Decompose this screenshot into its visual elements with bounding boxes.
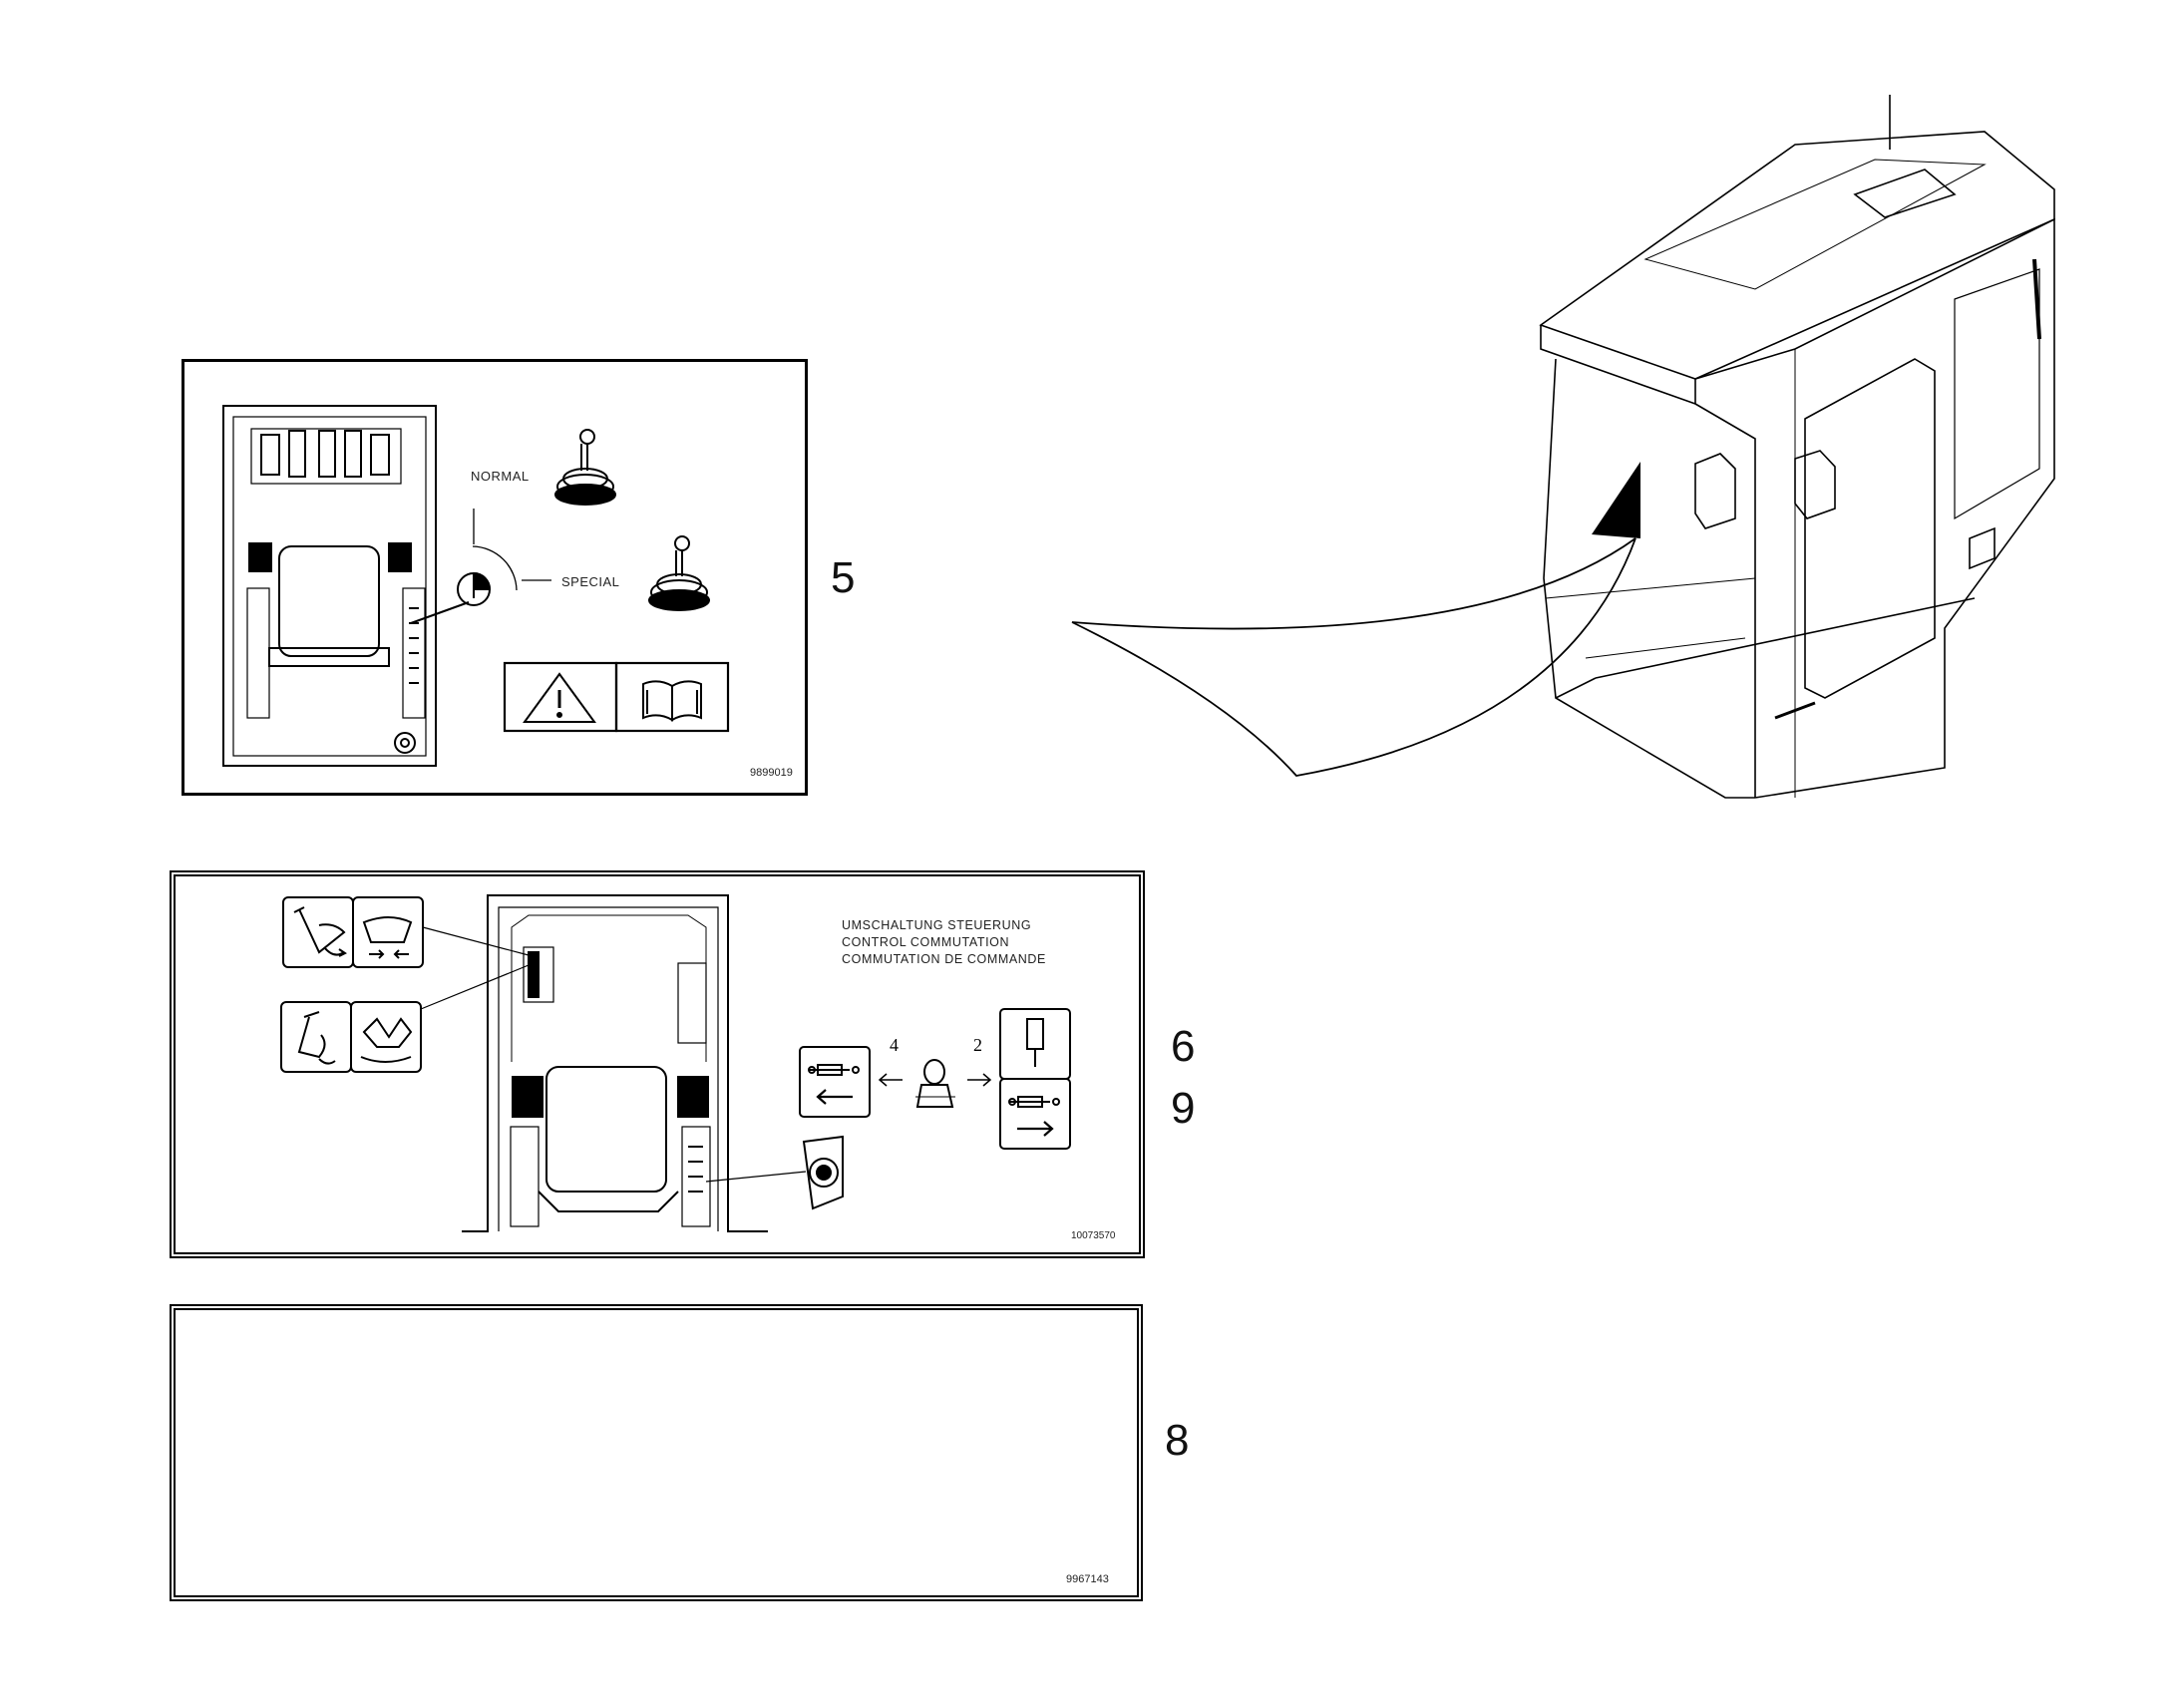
title-fr: COMMUTATION DE COMMANDE [842,952,1046,966]
callout-8: 8 [1165,1416,1190,1465]
control-commutation-title: UMSCHALTUNG STEUERUNG CONTROL COMMUTATIO… [842,917,1046,968]
panel8-part-number: 9967143 [1066,1573,1109,1585]
callout-6: 6 [1171,1022,1196,1071]
joystick-normal-icon [554,429,616,506]
panel6-control-pattern [799,1008,1071,1150]
panel6-digging-icons [280,896,530,1073]
callout-9: 9 [1171,1084,1196,1133]
pointer-arrow [1071,462,1640,777]
decal-panel-8 [170,1304,1143,1601]
arrow-left-number: 4 [890,1035,899,1055]
selector-switch-icon [457,509,551,606]
panel6-part-number: 10073570 [1071,1230,1116,1241]
arrow-right-number: 2 [973,1035,982,1055]
panel6-selector-switch-icon [802,1135,844,1210]
manual-book-icon [614,661,730,733]
warning-triangle-icon [503,661,618,733]
decal-panel-5 [182,359,808,796]
joystick-special-icon [648,535,710,611]
panel5-part-number: 9899019 [750,767,793,779]
title-de: UMSCHALTUNG STEUERUNG [842,918,1032,932]
panel6-cab-topview [462,894,807,1232]
panel5-cab-topview [222,405,470,767]
normal-label: NORMAL [471,469,530,484]
callout-5: 5 [831,553,856,602]
title-en: CONTROL COMMUTATION [842,935,1010,949]
special-label: SPECIAL [561,574,620,589]
excavator-cab-illustration [1539,95,2055,799]
decal-panel-6-9 [170,870,1145,1258]
